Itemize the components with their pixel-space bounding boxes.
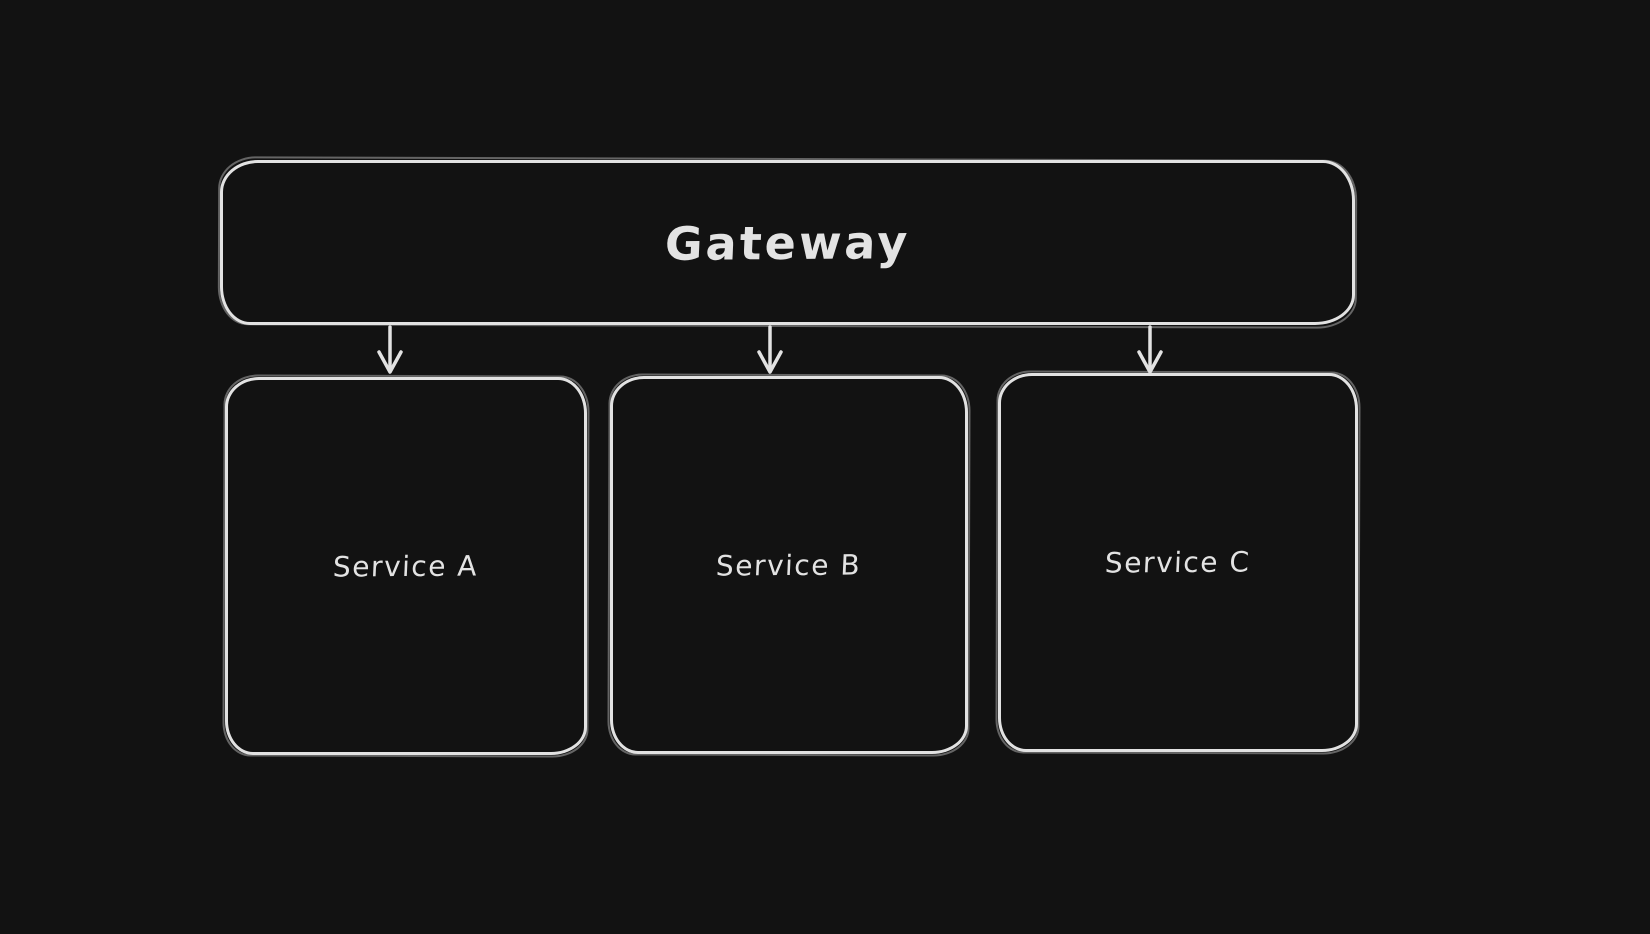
service-a-label: Service A [332,548,480,584]
service-c-node[interactable]: Service C [998,373,1358,752]
gateway-node[interactable]: Gateway [220,160,1355,325]
service-c-label: Service C [1104,545,1252,580]
arrow-gateway-to-service-a-icon[interactable] [377,325,403,374]
service-b-node[interactable]: Service B [610,376,968,754]
service-b-label: Service B [715,547,863,583]
service-a-node[interactable]: Service A [225,377,587,755]
gateway-label: Gateway [663,214,912,271]
arrow-gateway-to-service-b-icon[interactable] [757,325,783,374]
arrow-gateway-to-service-c-icon[interactable] [1137,325,1163,374]
